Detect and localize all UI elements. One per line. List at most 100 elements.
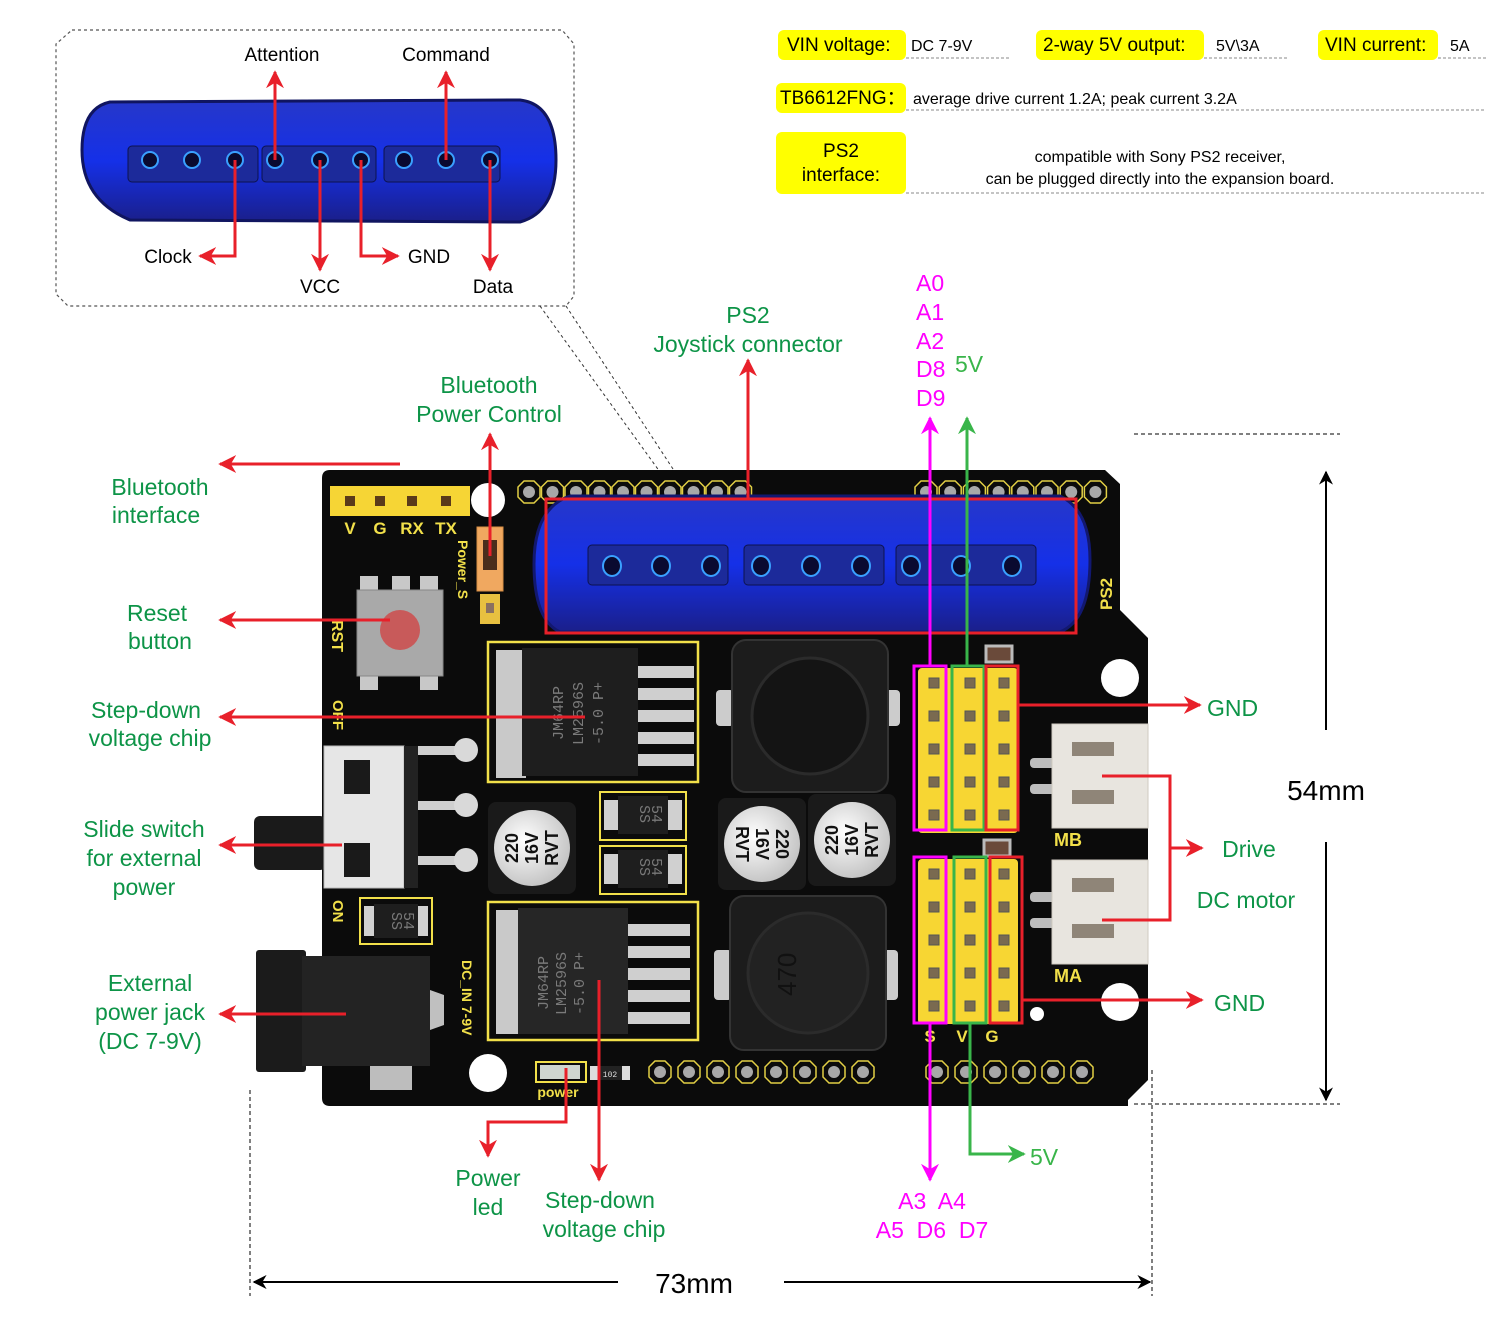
header-pin (928, 967, 940, 979)
pin-label-clock: Clock (144, 247, 192, 268)
chip-leg (638, 688, 694, 700)
header-pin (964, 1000, 976, 1012)
servo-pin-headers (918, 668, 1018, 1024)
spec-value: DC 7-9V (911, 38, 973, 55)
callout-drive: Drive DC motor (1102, 774, 1296, 922)
svg-text:voltage chip: voltage chip (543, 1216, 666, 1242)
svg-text:Drive: Drive (1222, 836, 1276, 862)
spec-driver: TB6612FNG： average drive current 1.2A; p… (776, 83, 1486, 113)
pin-hole (1002, 555, 1022, 577)
dc-power-jack[interactable]: DC_IN 7-9V (256, 950, 475, 1090)
mounting-hole (469, 1054, 507, 1092)
header-pin (998, 710, 1010, 722)
ps2-pinout-inset: Attention Command Clock VCC GND Data (55, 29, 676, 473)
silk-power-s: Power_S (455, 540, 471, 599)
svg-text:SS: SS (635, 805, 652, 823)
svg-text:Power Control: Power Control (416, 401, 562, 427)
capacitor-marking: RVT (862, 822, 882, 858)
callout-slide-switch: Slide switch for external power (83, 816, 342, 900)
spec-5v-output: 2-way 5V output: 5V\3A (1036, 30, 1288, 60)
silk-bt-g: G (373, 519, 386, 538)
chip-leg (638, 710, 694, 722)
header-pin (998, 677, 1010, 689)
spec-value: average drive current 1.2A; peak current… (913, 91, 1237, 108)
svg-text:JM64RP: JM64RP (536, 956, 553, 1010)
svg-text:LM2596S: LM2596S (554, 952, 571, 1015)
inductor-bottom: 470 (714, 895, 898, 1051)
pin-hole (751, 555, 771, 577)
callout-gnd-top: GND (1018, 695, 1258, 721)
svg-text:power: power (113, 874, 176, 900)
svg-text:Joystick connector: Joystick connector (653, 331, 843, 357)
svg-text:Bluetooth: Bluetooth (111, 474, 208, 500)
header-pin (964, 967, 976, 979)
dimension-width: 73mm (249, 1070, 1153, 1299)
svg-text:D8: D8 (916, 356, 945, 382)
height-dimension-label: 54mm (1287, 775, 1365, 806)
callout-stepdown-bottom: Step-down voltage chip (543, 980, 666, 1242)
callout-power-jack: External power jack (DC 7-9V) (95, 970, 346, 1054)
header-pin (998, 934, 1010, 946)
silk-on: ON (329, 900, 346, 923)
inset-frame (55, 29, 575, 307)
callout-gnd-bottom: GND (1022, 990, 1265, 1016)
header-pin (928, 677, 940, 689)
svg-text:GND: GND (1207, 695, 1258, 721)
header-pin (998, 743, 1010, 755)
svg-text:A0: A0 (916, 270, 944, 296)
pin-hole (651, 555, 671, 577)
svg-text:D9: D9 (916, 385, 945, 411)
capacitor-marking: 16V (522, 832, 542, 864)
header-pin (345, 496, 355, 506)
header-pin (998, 1000, 1010, 1012)
diode-ss54-center-2: SS 54 (599, 845, 687, 895)
mounting-hole (471, 483, 505, 517)
header-pin (998, 809, 1010, 821)
header-pin (928, 809, 940, 821)
header-pin (375, 496, 385, 506)
header-pin (964, 868, 976, 880)
pin-map-top: A0 A1 A2 D8 D9 5V (916, 270, 984, 666)
silk-bt-v: V (344, 519, 356, 538)
header-pin (964, 901, 976, 913)
spec-key-line2: interface: (802, 165, 880, 186)
chip-leg (628, 990, 690, 1002)
svg-text:102: 102 (603, 1071, 618, 1080)
pin-hole (183, 151, 201, 169)
ps2-highlight-box (544, 497, 1078, 635)
pin-label-data: Data (473, 277, 514, 298)
spec-vin-voltage: VIN voltage: DC 7-9V (778, 30, 1010, 60)
pin-hole (602, 555, 622, 577)
chip-leg (638, 732, 694, 744)
header-pin (928, 934, 940, 946)
diode-ss54-center-1: SS 54 (599, 791, 687, 841)
capacitor-marking: 220 (822, 825, 842, 855)
callout-reset: Reset button (127, 600, 390, 654)
spec-value: 5A (1450, 38, 1470, 55)
pin-label-attention: Attention (245, 45, 320, 66)
svg-text:Bluetooth: Bluetooth (440, 372, 537, 398)
spec-key: 2-way 5V output: (1043, 35, 1186, 56)
svg-text:470: 470 (772, 953, 802, 996)
pin-hole (395, 151, 413, 169)
header-pin (964, 710, 976, 722)
silk-ma: MA (1054, 966, 1082, 986)
callout-stepdown-top: Step-down voltage chip (89, 697, 585, 751)
svg-text:interface: interface (112, 502, 200, 528)
callout-bt-interface: Bluetooth interface (111, 455, 400, 528)
silk-g: G (985, 1027, 998, 1046)
chip-leg (628, 924, 690, 936)
gnd-pins-box-bottom (988, 855, 1024, 1025)
spec-key: VIN voltage: (787, 35, 891, 56)
ps2-connector-board[interactable]: PS2 (532, 494, 1116, 634)
svg-text:5V: 5V (955, 351, 984, 377)
pin-hole (701, 555, 721, 577)
silk-dc-in: DC_IN 7-9V (459, 960, 475, 1036)
spec-key-line1: PS2 (823, 141, 859, 162)
chip-leg (628, 1012, 690, 1024)
slide-switch[interactable] (254, 738, 478, 889)
svg-text:JM64RP: JM64RP (551, 686, 568, 740)
motor-connector-ma[interactable]: MA (1030, 859, 1149, 986)
